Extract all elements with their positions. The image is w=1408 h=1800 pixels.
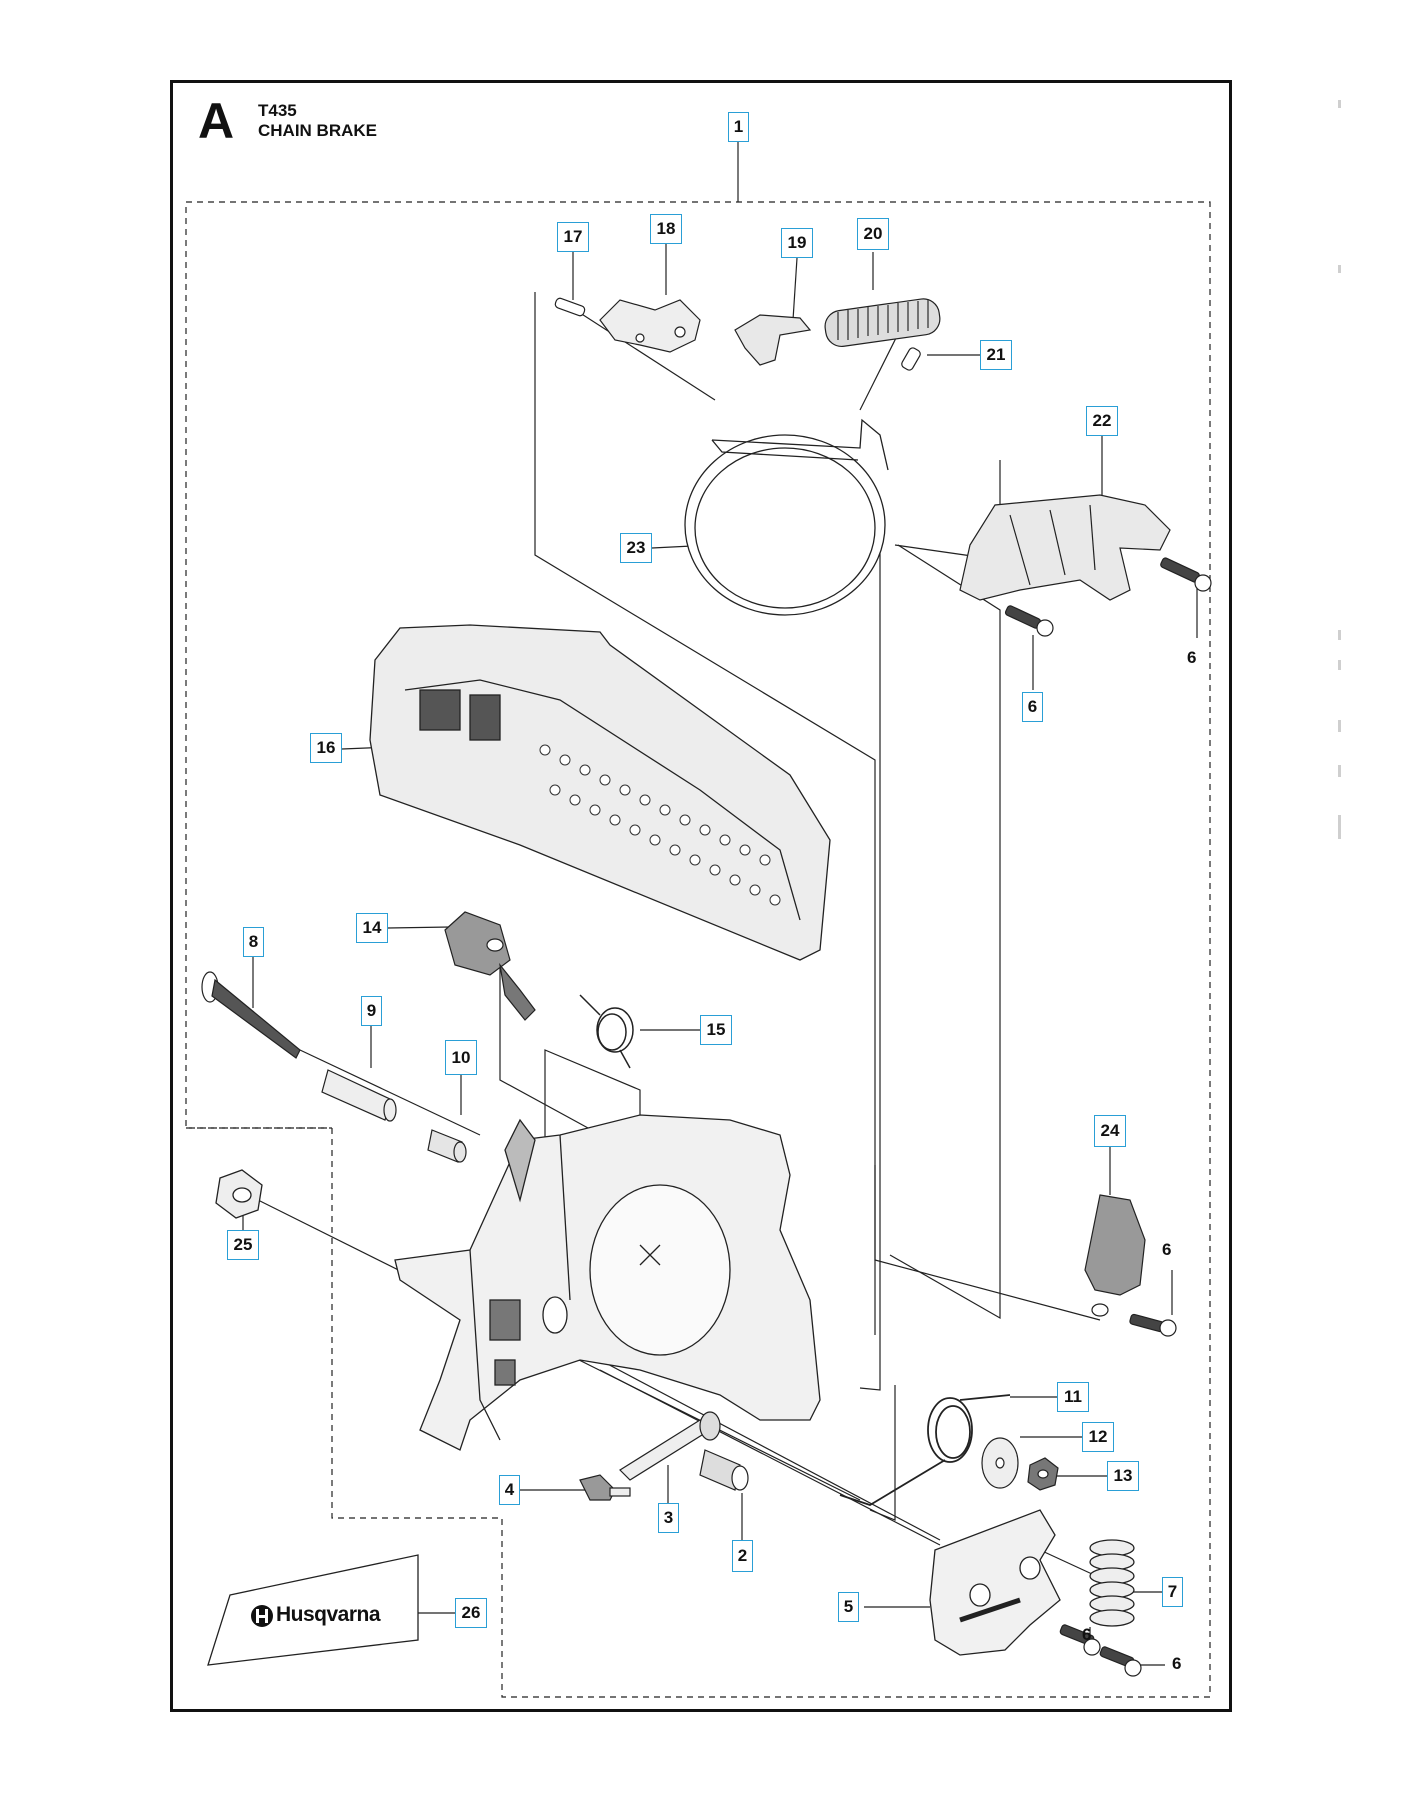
- clutch-cover-housing: [394, 1114, 821, 1451]
- axis-bolt-8: [299, 1049, 481, 1136]
- callout-26: 26: [455, 1598, 487, 1628]
- section-letter: A: [198, 93, 235, 149]
- axis-spring-11: [869, 1385, 896, 1521]
- callout-21: 21: [980, 340, 1012, 370]
- part-22-guard-bracket: [959, 494, 1171, 601]
- part-4-fastener: [579, 1474, 631, 1501]
- part-5-guide-plate: [929, 1509, 1061, 1656]
- part-17-pin: [554, 297, 586, 317]
- callout-20: 20: [857, 218, 889, 250]
- axis-guard-right: [889, 544, 1001, 1320]
- diagram-title: CHAIN BRAKE: [258, 121, 377, 140]
- husqvarna-logo-text: Husqvarna: [276, 1603, 381, 1626]
- callout-13: 13: [1107, 1461, 1139, 1491]
- label-6-plate-2: 6: [1172, 1654, 1182, 1673]
- callout-1: 1: [728, 112, 749, 142]
- part-9-sleeve: [321, 1069, 397, 1122]
- callout-18: 18: [650, 214, 682, 244]
- callout-11: 11: [1057, 1382, 1089, 1412]
- part-2-bushing: [699, 1449, 749, 1491]
- label-6-catch: 6: [1162, 1240, 1172, 1259]
- callout-12: 12: [1082, 1422, 1114, 1452]
- axis-lower: [599, 1359, 941, 1541]
- callout-5: 5: [838, 1592, 859, 1622]
- axis-plate-5: [599, 1369, 941, 1546]
- screw-6-top: [1160, 557, 1212, 592]
- part-26-decal: [207, 1554, 419, 1666]
- leader-14: [387, 926, 451, 929]
- callout-14: 14: [356, 913, 388, 943]
- callout-16: 16: [310, 733, 342, 763]
- axis-right-long: [859, 545, 881, 1391]
- axis-top-group-2: [559, 299, 716, 401]
- callout-9: 9: [361, 996, 382, 1026]
- part-18-latch: [599, 299, 701, 353]
- screw-6-bottom2: [1099, 1646, 1142, 1677]
- label-6-top-guard: 6: [1187, 648, 1197, 667]
- callout-15: 15: [700, 1015, 732, 1045]
- page-edge-marks: [1338, 100, 1342, 840]
- screw-6-bottom1: [1059, 1624, 1101, 1656]
- husqvarna-logo-icon: [251, 1605, 273, 1627]
- part-25-nut: [215, 1169, 263, 1219]
- callout-2: 2: [732, 1540, 753, 1572]
- diagram-frame: [170, 80, 1232, 1712]
- axis-24: [874, 1165, 1101, 1321]
- part-12-washer: [981, 1437, 1019, 1489]
- screw-6-mid: [1004, 605, 1054, 637]
- part-24-catch: [1084, 1194, 1146, 1317]
- part-23-brake-band: [684, 418, 889, 616]
- axis-top-group: [534, 292, 876, 1335]
- part-19-trigger: [734, 314, 812, 366]
- callout-23: 23: [620, 533, 652, 563]
- part-21-pin: [901, 347, 921, 371]
- axis-lever-2: [544, 1049, 641, 1140]
- label-6-plate-1: 6: [1082, 1625, 1092, 1644]
- screw-6-right: [1129, 1313, 1177, 1337]
- callout-10: 10: [445, 1040, 477, 1075]
- part-16-hand-guard: [369, 624, 831, 961]
- callout-19: 19: [781, 228, 813, 258]
- leader-19: [792, 257, 798, 321]
- part-10-bushing: [427, 1129, 467, 1163]
- callout-25: 25: [227, 1230, 259, 1260]
- axis-lever: [499, 965, 611, 1141]
- callout-22: 22: [1086, 406, 1118, 436]
- part-7-spring: [1089, 1539, 1135, 1627]
- callout-4: 4: [499, 1475, 520, 1505]
- axis-spring: [859, 329, 901, 411]
- callout-17: 17: [557, 222, 589, 252]
- part-8-bolt: [201, 971, 301, 1059]
- callout-24: 24: [1094, 1115, 1126, 1147]
- part-20-spring: [824, 298, 941, 348]
- callout-8: 8: [243, 927, 264, 957]
- part-3-stud: [619, 1411, 721, 1481]
- part-14-lever: [444, 911, 536, 1021]
- callout-6-guard: 6: [1022, 692, 1043, 722]
- part-11-spring-ring: [839, 1394, 1011, 1506]
- callout-3: 3: [658, 1503, 679, 1533]
- callout-7: 7: [1162, 1577, 1183, 1607]
- model-number: T435: [258, 101, 297, 120]
- part-15-torsion-spring: [579, 994, 634, 1069]
- part-13-nut: [1027, 1457, 1059, 1491]
